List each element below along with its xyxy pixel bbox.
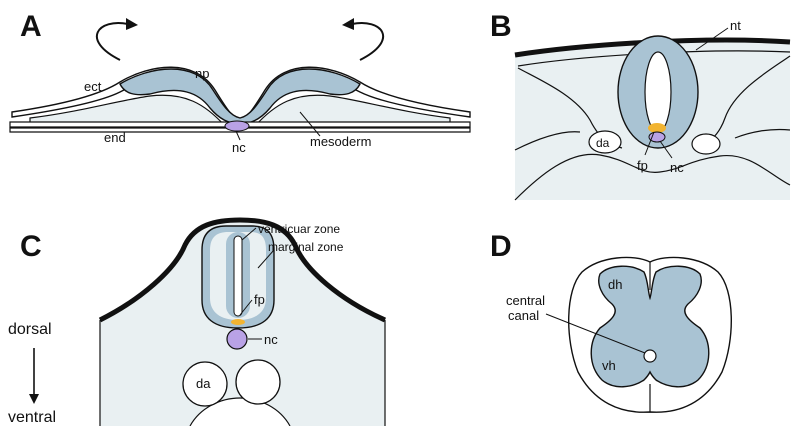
label-da-b: da [596, 136, 610, 150]
label-vh: vh [602, 358, 616, 373]
label-da-c: da [196, 376, 211, 391]
panel-a-letter: A [20, 10, 42, 43]
panel-b: B nt da fp nc [490, 10, 790, 200]
panel-d-letter: D [490, 230, 512, 263]
label-nc-a: nc [232, 140, 246, 155]
notochord-b [649, 132, 665, 142]
notochord-c [227, 329, 247, 349]
right-fold-arrow [352, 23, 383, 60]
label-central-canal-2: canal [508, 308, 539, 323]
dorsal-aorta-c-right [236, 360, 280, 404]
notochord-a [225, 121, 249, 131]
panel-d: D central canal dh vh [490, 230, 731, 412]
label-fp-b: fp [637, 158, 648, 173]
label-nc-c: nc [264, 332, 278, 347]
left-arrowhead [126, 18, 138, 30]
label-nt: nt [730, 18, 741, 33]
axis-ventral-label: ventral [8, 409, 56, 426]
label-nc-b: nc [670, 160, 684, 175]
panel-c: C ventricuar zone marginal zone fp nc da… [8, 220, 385, 426]
central-canal-d [644, 350, 656, 362]
label-fp-c: fp [254, 292, 265, 307]
label-ect: ect [84, 79, 102, 94]
panel-b-letter: B [490, 10, 512, 43]
mesoderm-right [255, 95, 450, 126]
mesoderm-left [30, 95, 225, 126]
axis-dorsal-label: dorsal [8, 321, 52, 338]
label-central-canal-1: central [506, 293, 545, 308]
label-end: end [104, 130, 126, 145]
label-ventricular-zone: ventricuar zone [258, 222, 340, 236]
neural-canal-b [645, 52, 671, 132]
label-dh: dh [608, 277, 622, 292]
panel-a: A ect np end nc mesoderm [10, 10, 470, 155]
panel-c-letter: C [20, 230, 42, 263]
right-arrowhead [342, 18, 354, 30]
central-canal-c [234, 236, 242, 316]
axis-arrowhead [29, 394, 39, 404]
label-mesoderm: mesoderm [310, 134, 371, 149]
left-fold-arrow [97, 23, 128, 60]
label-np: np [195, 66, 209, 81]
dorsal-aorta-b-right [692, 134, 720, 154]
label-marginal-zone: marginal zone [268, 240, 344, 254]
floor-plate-c [231, 319, 245, 325]
